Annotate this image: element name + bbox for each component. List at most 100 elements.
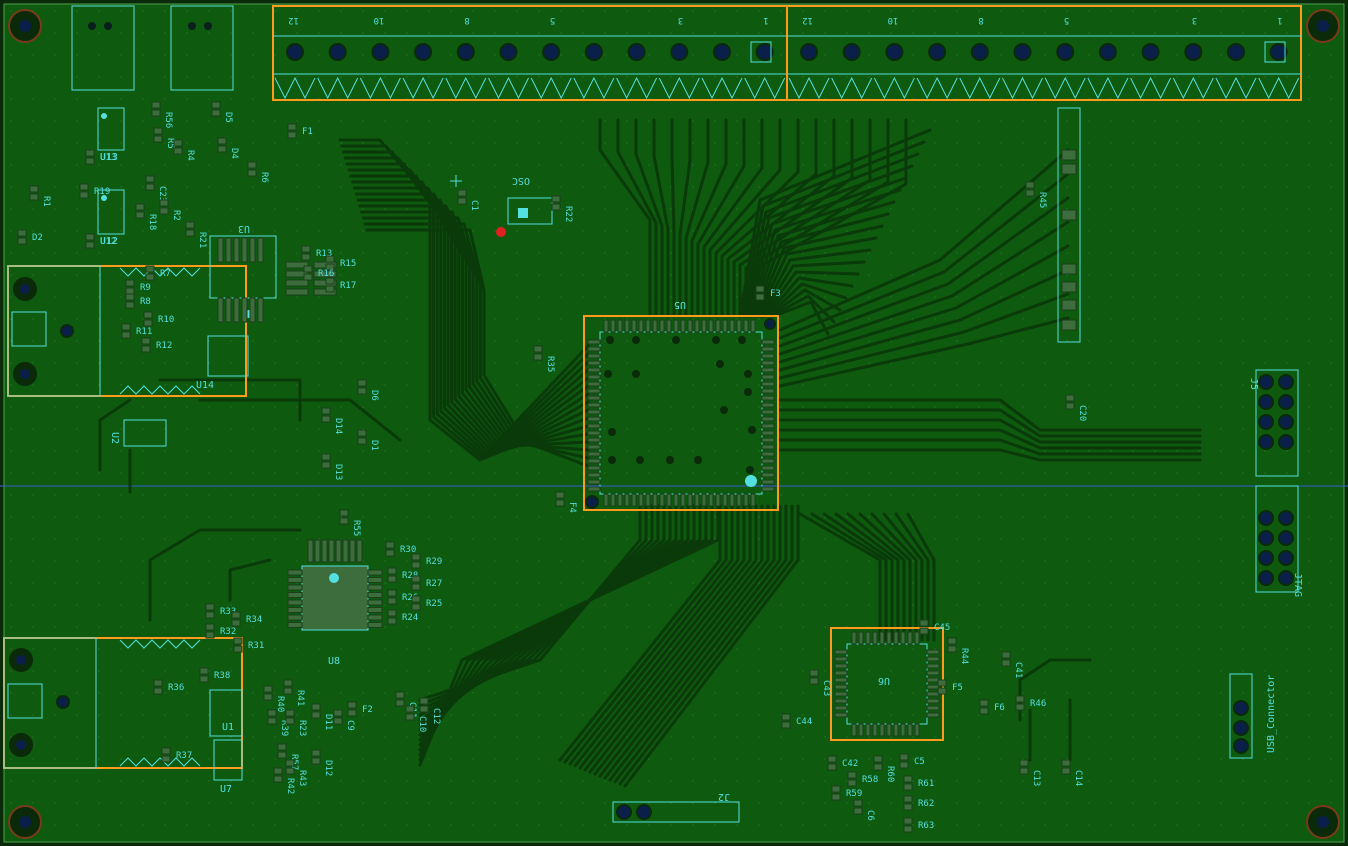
rj-connector-top[interactable] [7,265,253,397]
designator-r15: R15 [340,259,356,269]
jtag-pin[interactable] [1258,434,1274,450]
main-mcu-u5[interactable]: U5 [583,299,779,511]
designator-r17: R17 [340,281,356,291]
designator-r44: R44 [959,648,969,664]
terminal-pin[interactable] [755,43,774,61]
designator-d12: D12 [323,760,333,776]
designator-c9: C9 [345,720,355,731]
ic-u3[interactable]: U3 [209,223,337,323]
terminal-pin-label: 8 [978,15,983,25]
terminal-pin-label: 3 [1192,15,1197,25]
terminal-pin[interactable] [499,43,518,61]
header-strip-right[interactable] [1057,107,1081,343]
ic-u2[interactable] [123,419,167,447]
ic-u8[interactable]: U8 [287,539,383,667]
oscillator[interactable] [507,197,553,225]
jtag-pin[interactable] [1258,550,1274,566]
designator-r36: R36 [168,683,184,693]
terminal-pin[interactable] [1269,43,1288,61]
terminal-pin[interactable] [1098,43,1117,61]
terminal-pin-label: 3 [678,15,683,25]
terminal-pin[interactable] [1141,43,1160,61]
designator-r12: R12 [156,341,172,351]
terminal-pin[interactable] [1056,43,1075,61]
terminal-pin[interactable] [1013,43,1032,61]
jtag-pin[interactable] [1278,550,1294,566]
designator-r63: R63 [918,821,934,831]
designator-c44: C44 [796,717,812,727]
terminal-pin[interactable] [670,43,689,61]
designator-r22: R22 [563,206,573,222]
header-j2[interactable]: J2 [612,791,740,823]
designator-c42: C42 [842,759,858,769]
jtag-pin[interactable] [1258,510,1274,526]
terminal-pin[interactable] [928,43,947,61]
ic-u7[interactable] [213,739,243,781]
designator-d11: D11 [323,714,333,730]
designator-c23: C23 [157,186,167,202]
jtag-pin[interactable] [1258,530,1274,546]
designator-r2: R2 [171,210,181,221]
terminal-pin[interactable] [1184,43,1203,61]
terminal-pin[interactable] [414,43,433,61]
connector-top-left-1[interactable] [71,5,135,91]
designator-c45: C45 [934,623,950,633]
ic-u12[interactable] [97,189,125,235]
ic-u14[interactable] [207,335,249,377]
designator-f3: F3 [770,289,781,299]
jtag-pin[interactable] [1258,414,1274,430]
designator-r5: R5 [165,138,175,149]
usb-connector[interactable]: USB_Connector [1229,673,1277,759]
jtag-pin[interactable] [1278,374,1294,390]
crosshair-cursor-icon [450,175,462,187]
designator-r9: R9 [140,283,151,293]
ic-u1[interactable] [209,689,243,737]
designator-r11: R11 [136,327,152,337]
jtag-pin[interactable] [1278,530,1294,546]
jtag-pin[interactable] [1278,570,1294,586]
terminal-pin-label: 1 [1277,15,1282,25]
jtag-pin[interactable] [1258,570,1274,586]
jtag-pin[interactable] [1278,394,1294,410]
designator-r13: R13 [316,249,332,259]
terminal-pin[interactable] [885,43,904,61]
terminal-pin[interactable] [713,43,731,61]
terminal-pin[interactable] [627,43,646,61]
jtag-header[interactable]: JTAG J5 [1248,369,1303,597]
designator-r43: R43 [297,770,307,786]
terminal-pin[interactable] [286,43,304,61]
designator-c41: C41 [1013,662,1023,678]
designator-c20: C20 [1077,405,1087,421]
designator-r31: R31 [248,641,264,651]
designator-d14: D14 [333,418,343,434]
terminal-pin[interactable] [800,43,818,61]
jtag-pin[interactable] [1278,434,1294,450]
terminal-pin-label: 12 [288,15,299,25]
terminal-pin[interactable] [328,43,347,61]
ic-u13[interactable] [97,107,125,151]
terminal-pin[interactable] [1227,43,1245,61]
designator-r23: R23 [297,720,307,736]
terminal-pin[interactable] [970,43,989,61]
designator-r26: R26 [402,593,418,603]
designator-r16: R16 [318,269,334,279]
terminal-pin-label: 1 [763,15,768,25]
jtag-pin[interactable] [1278,414,1294,430]
terminal-pin[interactable] [456,43,475,61]
designator-r1: R1 [41,196,51,207]
u3-label: U3 [238,223,250,234]
jtag-pin[interactable] [1258,394,1274,410]
terminal-pin[interactable] [842,43,861,61]
jtag-pin[interactable] [1258,374,1274,390]
designator-r42: R42 [285,778,295,794]
terminal-pin[interactable] [584,43,603,61]
designator-r56: R56 [163,112,173,128]
jtag-pin[interactable] [1278,510,1294,526]
terminal-pin[interactable] [542,43,561,61]
designator-r32: R32 [220,627,236,637]
terminal-pin[interactable] [371,43,390,61]
designator-d5: D5 [223,112,233,123]
connector-top-left-2[interactable] [170,5,234,91]
designator-r7: R7 [160,269,171,279]
